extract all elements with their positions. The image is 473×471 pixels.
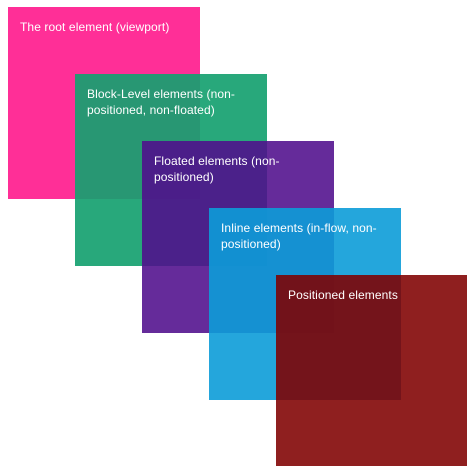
positioned-elements-layer: Positioned elements <box>276 275 467 466</box>
root-element-label: The root element (viewport) <box>20 20 170 34</box>
floated-elements-label: Floated elements (non-positioned) <box>154 154 280 184</box>
positioned-elements-label: Positioned elements <box>288 288 398 302</box>
block-level-elements-label: Block-Level elements (non-positioned, no… <box>87 87 236 117</box>
inline-elements-label: Inline elements (in-flow, non-positioned… <box>221 221 377 251</box>
